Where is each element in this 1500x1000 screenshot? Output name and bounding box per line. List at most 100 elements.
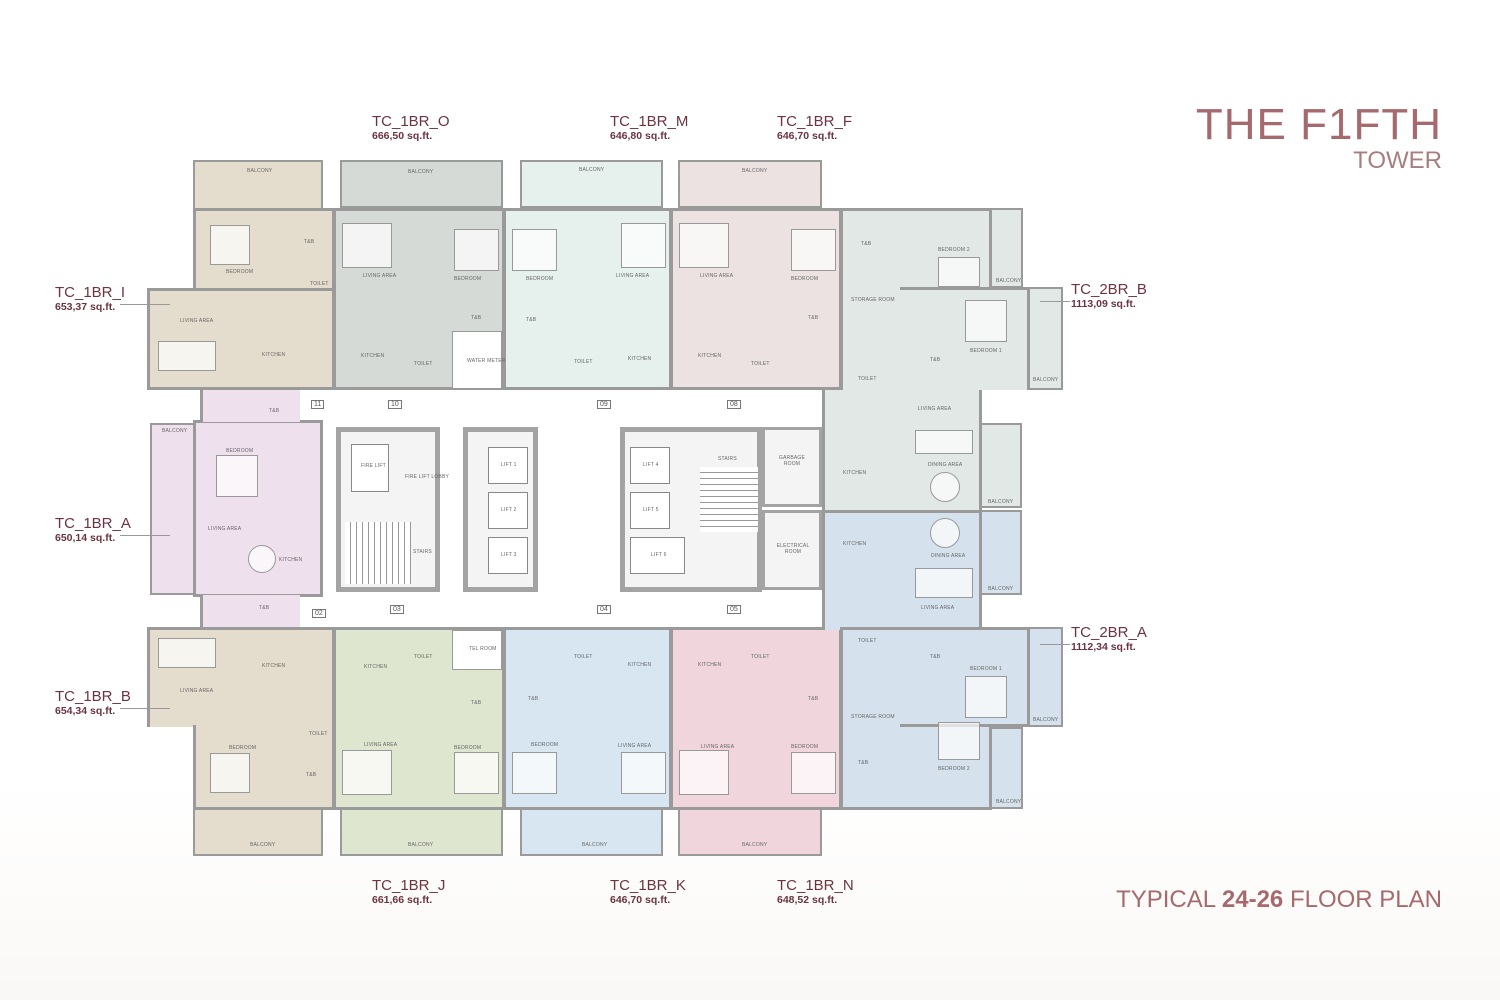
room-label: STORAGE ROOM [851, 297, 895, 303]
room-label: T&B [861, 241, 872, 247]
room-label: TEL ROOM [469, 646, 497, 652]
caption-prefix: TYPICAL [1116, 886, 1222, 913]
door-number: 02 [312, 609, 326, 618]
room-label: STORAGE ROOM [851, 714, 895, 720]
door-number: 03 [390, 605, 404, 614]
balcony: BALCONY [193, 808, 323, 856]
room-label: ELECTRICAL ROOM [776, 543, 810, 555]
balcony: BALCONY [990, 727, 1023, 809]
room-label: BALCONY [742, 168, 768, 174]
lift-bank-1: LIFT 1 LIFT 2 LIFT 3 [463, 427, 538, 592]
unit-area: 648,52 sq.ft. [777, 894, 838, 906]
unit-tc-1br-b[interactable]: LIVING AREA KITCHEN [147, 627, 335, 727]
unit-area: 661,66 sq.ft. [372, 894, 433, 906]
room-label: TOILET [751, 654, 770, 660]
lift-6: LIFT 6 [630, 537, 685, 574]
room-label: T&B [808, 696, 819, 702]
room-label: BEDROOM [791, 744, 819, 750]
room-label: BEDROOM [454, 276, 482, 282]
room-label: LIVING AREA [208, 526, 242, 532]
sofa [679, 223, 729, 268]
room-label: BEDROOM [226, 269, 254, 275]
room-label: KITCHEN [262, 663, 286, 669]
room-label: KITCHEN [628, 662, 652, 668]
unit-area: 653,37 sq.ft. [55, 301, 116, 313]
bed [210, 753, 250, 793]
room-label: BALCONY [1033, 377, 1059, 383]
bed [454, 752, 499, 794]
room-label: BALCONY [988, 586, 1014, 592]
room-label: BALCONY [250, 842, 276, 848]
leader-line [120, 535, 170, 536]
balcony: BALCONY [678, 160, 822, 208]
fire-lift-core: FIRE LIFT FIRE LIFT LOBBY STAIRS [336, 427, 449, 592]
caption-suffix: FLOOR PLAN [1283, 886, 1442, 913]
room-label: T&B [858, 760, 869, 766]
room-label: LIVING AREA [364, 742, 398, 748]
door-number: 11 [311, 400, 325, 409]
room-label: TOILET [574, 654, 593, 660]
room-label: KITCHEN [698, 353, 722, 359]
bed [791, 752, 836, 794]
door-number: 05 [727, 605, 741, 614]
sofa [621, 752, 666, 794]
room-label: BEDROOM [229, 745, 257, 751]
unit-area: 646,80 sq.ft. [610, 130, 671, 142]
balcony: BALCONY [980, 510, 1022, 595]
lift-2: LIFT 2 [488, 492, 528, 529]
sofa [621, 223, 666, 268]
room-label: BEDROOM [454, 745, 482, 751]
project-subtitle: TOWER [1353, 147, 1442, 174]
bed [216, 455, 258, 497]
room-label: STAIRS [413, 549, 432, 555]
room-label: LIFT 4 [643, 462, 659, 468]
room-label: BEDROOM 2 [938, 766, 970, 772]
balcony: BALCONY [340, 808, 503, 856]
room-label: BEDROOM [791, 276, 819, 282]
sofa [342, 750, 392, 795]
bed [512, 752, 557, 794]
room-label: T&B [808, 315, 819, 321]
unit-name: TC_2BR_B [1071, 281, 1147, 298]
room-label: BALCONY [579, 167, 605, 173]
room-label: T&B [259, 605, 270, 611]
room-label: LIVING AREA [180, 688, 214, 694]
unit-area: 1112,34 sq.ft. [1071, 641, 1136, 653]
room-label: KITCHEN [698, 662, 722, 668]
unit-area: 646,70 sq.ft. [777, 130, 838, 142]
room-label: TOILET [858, 376, 877, 382]
leader-line [120, 708, 170, 709]
room-label: T&B [269, 408, 280, 414]
balcony: BALCONY [1028, 287, 1063, 390]
room-label: BALCONY [1033, 717, 1059, 723]
room-label: KITCHEN [262, 352, 286, 358]
bed [938, 722, 980, 760]
sofa [158, 341, 216, 371]
balcony: BALCONY [1028, 627, 1063, 727]
balcony: BALCONY [990, 208, 1023, 288]
unit-area: 666,50 sq.ft. [372, 130, 433, 142]
door-number: 04 [597, 605, 611, 614]
door-number: 08 [727, 400, 741, 409]
room-label: T&B [471, 700, 482, 706]
lift-5: LIFT 5 [630, 492, 670, 529]
room-label: FIRE LIFT [361, 463, 386, 469]
room-label: LIVING AREA [918, 406, 952, 412]
leader-line [1040, 301, 1070, 302]
